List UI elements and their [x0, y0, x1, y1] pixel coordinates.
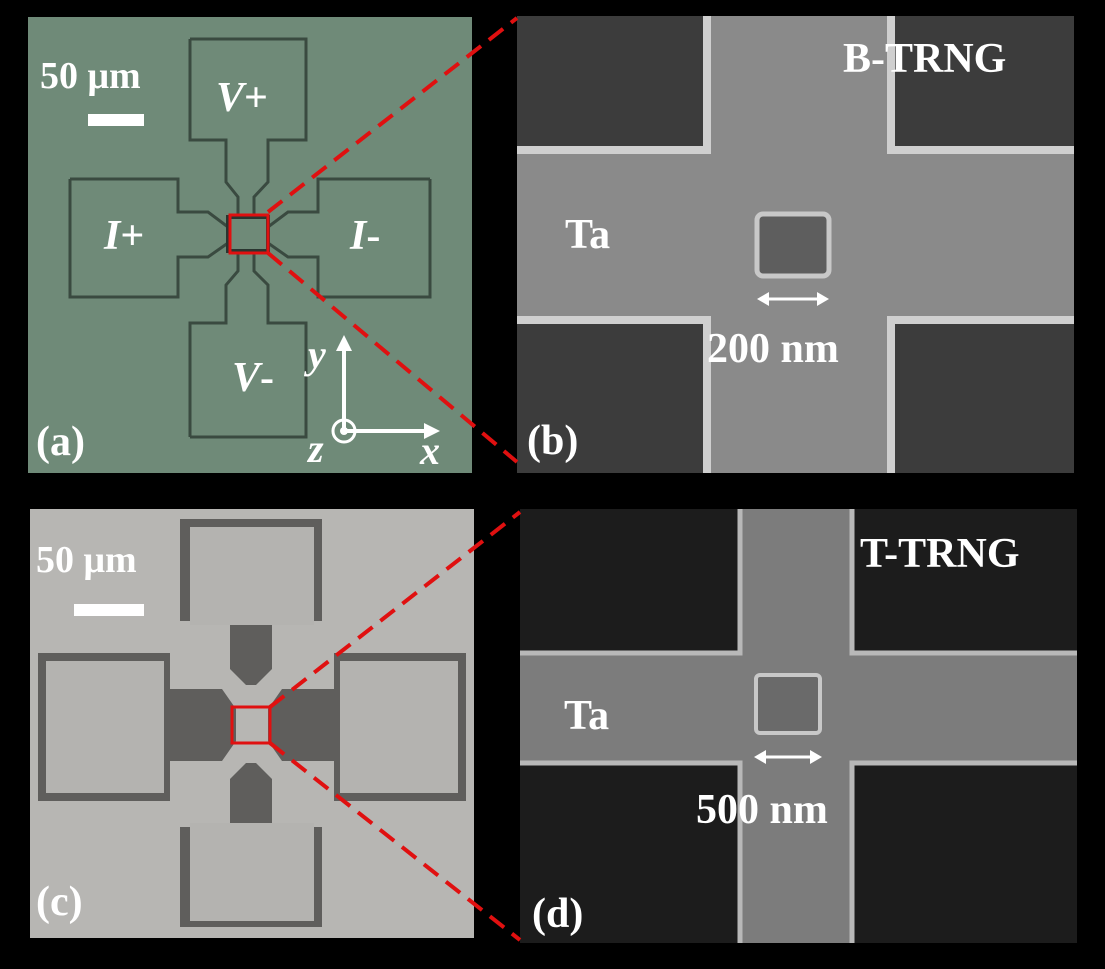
size-label-b: 200 nm — [707, 326, 839, 372]
pad-label-v-minus: V- — [232, 355, 275, 401]
panel-b-sem-image: B-TRNG Ta 200 nm (b) — [517, 16, 1074, 473]
ta-cross-d — [520, 509, 1077, 943]
panel-a-optical-image: 50 μm V+ I+ I- V- y z x (a) — [28, 17, 472, 473]
axis-label-y: y — [308, 332, 326, 377]
panel-title-b: B-TRNG — [843, 36, 1007, 82]
panel-d-sem-image: T-TRNG Ta 500 nm (d) — [520, 509, 1077, 943]
scale-bar-text-a: 50 μm — [40, 55, 141, 97]
panel-c-optical-image: 50 μm (c) — [30, 509, 474, 938]
pad-label-i-minus: I- — [350, 213, 381, 259]
panel-label-b: (b) — [527, 418, 579, 464]
panel-label-d: (d) — [532, 891, 584, 937]
ta-cross-b — [517, 16, 1074, 473]
scale-bar-text-c: 50 μm — [36, 539, 137, 581]
pad-label-i-plus: I+ — [104, 213, 145, 259]
axis-label-z: z — [308, 426, 324, 471]
pad-label-v-plus: V+ — [216, 75, 268, 121]
panel-title-d: T-TRNG — [860, 531, 1020, 577]
panel-label-c: (c) — [36, 879, 83, 925]
axis-label-x: x — [420, 428, 440, 473]
panel-label-a: (a) — [36, 419, 85, 465]
material-label-b: Ta — [565, 212, 611, 258]
size-label-d: 500 nm — [696, 787, 828, 833]
material-label-d: Ta — [564, 693, 610, 739]
